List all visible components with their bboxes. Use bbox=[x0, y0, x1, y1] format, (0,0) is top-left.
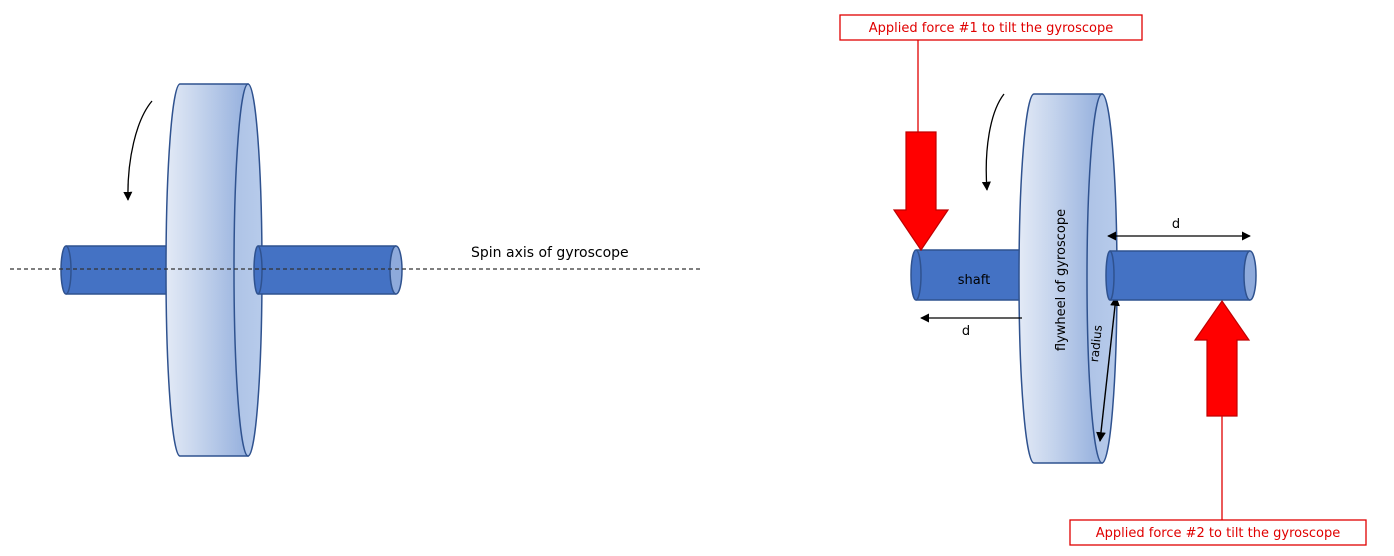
right-back-shaft bbox=[910, 249, 1028, 301]
spin-axis-label: Spin axis of gyroscope bbox=[471, 245, 629, 261]
force2-label-box: Applied force #2 to tilt the gyroscope bbox=[1069, 519, 1367, 546]
left-flywheel bbox=[165, 83, 263, 457]
right-front-shaft bbox=[1105, 250, 1257, 301]
right-rotation-arrow-icon bbox=[981, 93, 1005, 191]
force1-arrow bbox=[892, 131, 950, 252]
right-gyroscope: Applied force #1 to tilt the gyroscope s… bbox=[839, 14, 1367, 546]
radius-label: radius bbox=[1087, 324, 1105, 362]
force2-arrow bbox=[1193, 299, 1251, 417]
distance-left-label: d bbox=[962, 324, 970, 339]
left-front-shaft bbox=[253, 245, 403, 295]
force2-label: Applied force #2 to tilt the gyroscope bbox=[1096, 526, 1340, 541]
left-back-shaft bbox=[60, 245, 178, 295]
distance-right-label: d bbox=[1172, 217, 1180, 232]
force1-label-box: Applied force #1 to tilt the gyroscope bbox=[839, 14, 1143, 41]
shaft-label: shaft bbox=[958, 273, 990, 288]
flywheel-label: flywheel of gyroscope bbox=[1054, 209, 1069, 351]
radius-arrow bbox=[1096, 296, 1120, 442]
left-rotation-arrow-icon bbox=[123, 100, 153, 201]
left-gyroscope: Spin axis of gyroscope bbox=[10, 83, 700, 457]
force1-label: Applied force #1 to tilt the gyroscope bbox=[869, 21, 1113, 36]
